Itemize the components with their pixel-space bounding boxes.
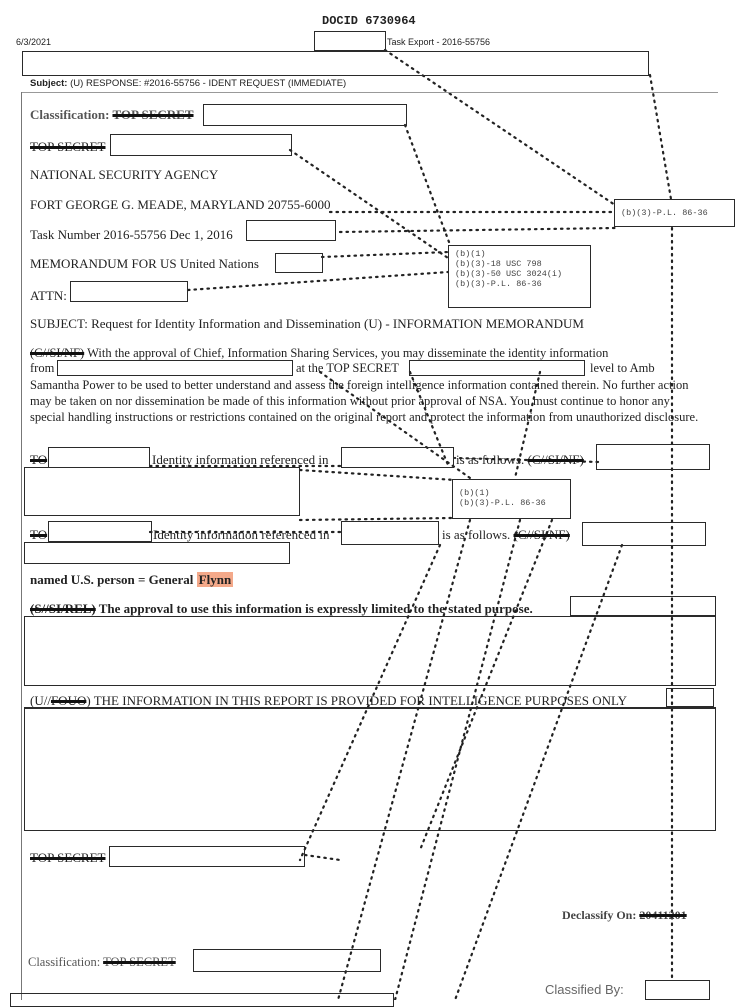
redaction-box: [193, 949, 381, 972]
redaction-box: [70, 281, 188, 302]
subject-bar: Subject: (U) RESPONSE: #2016-55756 - IDE…: [30, 78, 347, 89]
redaction-box: [645, 980, 710, 1000]
memo-subject: SUBJECT: Request for Identity Informatio…: [30, 316, 584, 331]
redaction-box: [109, 846, 305, 867]
redaction-box: [10, 993, 394, 1007]
to-label-2: TO: [30, 527, 48, 542]
from-label: from: [30, 361, 55, 375]
task-export: Task Export - 2016-55756: [387, 37, 491, 47]
redaction-box: [582, 522, 706, 546]
redaction-box: [110, 134, 292, 156]
redaction-box: [24, 467, 300, 516]
redaction-box: [22, 51, 649, 76]
redaction-box: [24, 707, 716, 831]
fouo-statement: (U//FOUO) THE INFORMATION IN THIS REPORT…: [30, 693, 628, 708]
agency-address: FORT GEORGE G. MEADE, MARYLAND 20755-600…: [30, 197, 331, 212]
to-label: TO: [30, 452, 48, 467]
named-person: named U.S. person = General Flynn: [30, 572, 234, 587]
margin-line: [21, 92, 22, 1000]
redaction-box: [48, 521, 152, 542]
task-number: Task Number 2016-55756 Dec 1, 2016: [30, 227, 233, 242]
redaction-box: [48, 447, 150, 468]
identity-referenced: Identity information referenced in: [152, 452, 329, 467]
as-follows: is as follows. (C//SI/NF): [456, 452, 584, 467]
as-follows-2: is as follows. (C//SI/NF): [442, 527, 570, 542]
redaction-box: [57, 360, 293, 376]
redaction-box: [666, 688, 714, 707]
redaction-box: [24, 616, 716, 686]
redaction-box: [341, 447, 454, 468]
redaction-box: [314, 31, 386, 51]
redaction-box: [409, 360, 585, 376]
exemption-box-3: (b)(1) (b)(3)-P.L. 86-36: [452, 479, 571, 519]
redaction-box: [596, 444, 710, 470]
highlighted-name: Flynn: [196, 572, 234, 587]
redaction-box: [570, 596, 716, 616]
docid: DOCID 6730964: [322, 14, 416, 28]
divider: [22, 92, 718, 93]
top-secret-marking: TOP SECRET: [30, 139, 106, 154]
header-date: 6/3/2021: [16, 37, 52, 47]
memo-for: MEMORANDUM FOR US United Nations: [30, 256, 259, 271]
exemption-box-1: (b)(3)-P.L. 86-36: [614, 199, 735, 227]
rel-statement: (S//SI/REL) The approval to use this inf…: [30, 601, 533, 616]
level-label: level to Amb: [590, 361, 655, 375]
redaction-box: [246, 220, 336, 241]
redaction-box: [275, 253, 323, 273]
declassify-on: Declassify On: 20411201: [562, 908, 687, 922]
identity-referenced-2: Identity information referenced in: [153, 527, 330, 542]
agency-name: NATIONAL SECURITY AGENCY: [30, 167, 219, 182]
approval-paragraph: (C//SI/NF) With the approval of Chief, I…: [30, 346, 609, 360]
redaction-box: [24, 542, 290, 564]
redaction-box: [341, 521, 439, 545]
footer-top-secret: TOP SECRET: [30, 850, 106, 865]
attn-label: ATTN:: [30, 288, 67, 303]
classification-top: Classification: TOP SECRET: [30, 107, 194, 122]
redaction-box: [203, 104, 407, 126]
classification-footer: Classification: TOP SECRET: [28, 955, 176, 969]
approval-paragraph-rest: Samantha Power to be used to better unde…: [30, 378, 699, 424]
exemption-box-2: (b)(1) (b)(3)-18 USC 798 (b)(3)-50 USC 3…: [448, 245, 591, 308]
at-top-secret-label: at the TOP SECRET: [296, 361, 399, 375]
classified-by: Classified By:: [545, 982, 624, 997]
